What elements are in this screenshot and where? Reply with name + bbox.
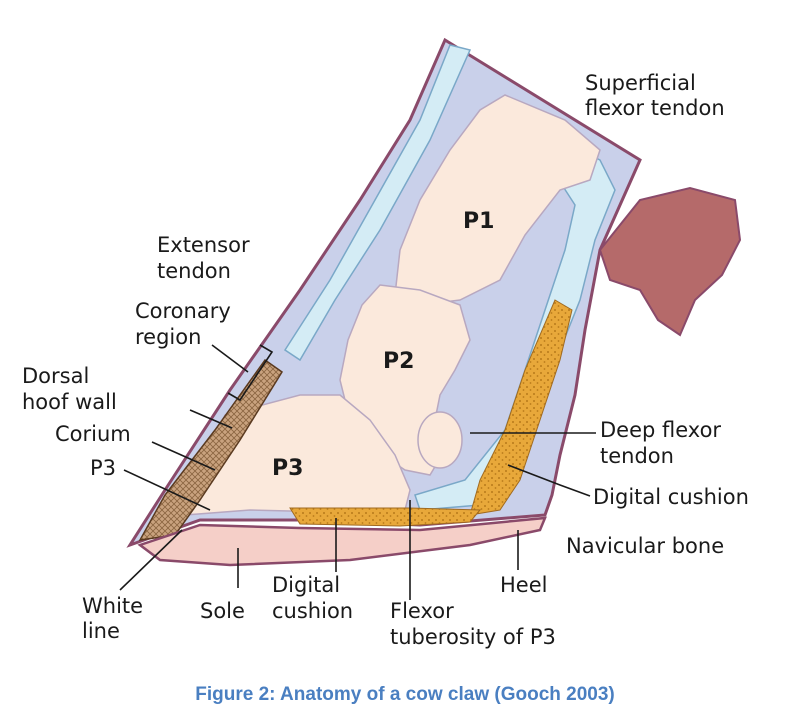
label-digital-cushion-right: Digital cushion [593,485,749,509]
label-digital-cushion-bottom-1: Digital [272,573,340,597]
label-p3-bone: P3 [272,456,303,481]
heel-bulb-mass [598,186,742,337]
label-flexor-tub-1: Flexor [390,599,454,623]
label-dorsal-2: hoof wall [22,390,117,414]
label-corium: Corium [55,422,131,446]
leader-corium [151,441,216,471]
leader-digital-right [507,464,591,497]
label-deep-flexor-2: tendon [600,444,674,468]
label-superficial-flexor-2: flexor tendon [585,96,725,120]
extensor-tendon [283,44,472,362]
leader-coronary [211,344,249,373]
figure-caption: Figure 2: Anatomy of a cow claw (Gooch 2… [195,684,615,705]
label-navicular: Navicular bone [566,534,724,558]
navicular-bone-shape [417,411,463,469]
coronary-bracket [227,344,274,402]
label-p1: P1 [463,209,494,234]
label-coronary-1: Coronary [135,299,231,323]
sole [137,516,547,567]
leader-dorsal [189,409,233,429]
label-deep-flexor-1: Deep flexor [600,418,721,442]
label-white-1: White [82,594,143,618]
label-white-2: line [82,619,120,643]
digital-cushion-back [469,299,573,516]
label-flexor-tub-2: tuberosity of P3 [390,625,556,649]
label-dorsal-1: Dorsal [22,364,89,388]
leader-white [119,529,183,591]
label-superficial-flexor-1: Superficial [585,71,696,95]
p1-bone [394,94,601,306]
leader-p3-side [123,469,211,511]
label-sole: Sole [200,599,245,623]
label-p2: P2 [383,349,414,374]
digital-cushion-bottom [289,507,482,527]
label-p3-side: P3 [90,456,116,480]
label-heel: Heel [500,573,547,597]
label-extensor-2: tendon [157,259,231,283]
label-extensor-1: Extensor [157,233,250,257]
label-coronary-2: region [135,325,201,349]
label-digital-cushion-bottom-2: cushion [272,599,353,623]
